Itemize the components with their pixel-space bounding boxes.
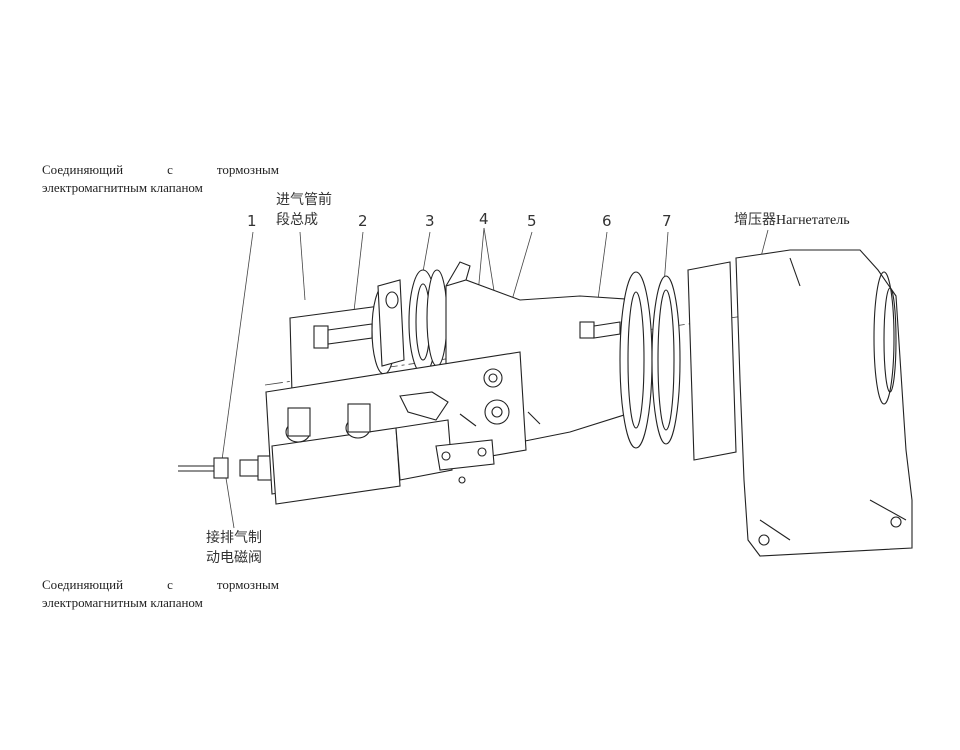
- top-note-line2: электромагнитным клапаном: [42, 180, 203, 195]
- top-note-word-1: Соединяющий: [42, 162, 124, 177]
- callout-2: 2: [358, 212, 368, 230]
- turbocharger: [687, 249, 913, 557]
- bottom-note-line2: электромагнитным клапаном: [42, 595, 203, 610]
- part-2-bolt: [313, 323, 373, 349]
- bottom-note-word-2: с: [167, 577, 173, 592]
- callout-6: 6: [602, 212, 612, 230]
- callout-5: 5: [527, 212, 537, 230]
- intake-front-label: 进气管前 段总成: [276, 190, 332, 230]
- intake-front-label-line1: 进气管前: [276, 192, 332, 208]
- part-1-fitting: [178, 455, 275, 481]
- turbocharger-label: 增压器Нагнетатель: [734, 210, 850, 230]
- intake-front-label-line2: 段总成: [276, 212, 318, 228]
- bottom-note-line1: Соединяющий с тормозным: [42, 577, 279, 593]
- top-note-word-2: с: [167, 162, 173, 177]
- callout-4: 4: [479, 210, 489, 228]
- part-3-gasket: [408, 269, 448, 375]
- bottom-note: Соединяющий с тормозным электромагнитным…: [42, 577, 279, 611]
- turbocharger-label-cn: 增压器: [734, 212, 776, 228]
- exhaust-valve-label-line2: 动电磁阀: [206, 550, 262, 566]
- bottom-note-word-1: Соединяющий: [42, 577, 124, 592]
- part-6-flange: [579, 271, 653, 449]
- exhaust-valve-label: 接排气制 动电磁阀: [206, 528, 262, 568]
- top-note-line1: Соединяющий с тормозным: [42, 162, 279, 178]
- turbocharger-label-ru: Нагнетатель: [776, 213, 850, 228]
- exhaust-valve-label-line1: 接排气制: [206, 530, 262, 546]
- exhaust-brake-valve: [265, 351, 541, 505]
- callout-3: 3: [425, 212, 435, 230]
- callout-1: 1: [247, 212, 257, 230]
- top-note: Соединяющий с тормозным электромагнитным…: [42, 162, 279, 196]
- callout-7: 7: [662, 212, 672, 230]
- part-7-gasket: [651, 275, 681, 445]
- bottom-note-word-3: тормозным: [216, 577, 279, 592]
- top-note-word-3: тормозным: [216, 162, 279, 177]
- leader-lines: [221, 227, 769, 529]
